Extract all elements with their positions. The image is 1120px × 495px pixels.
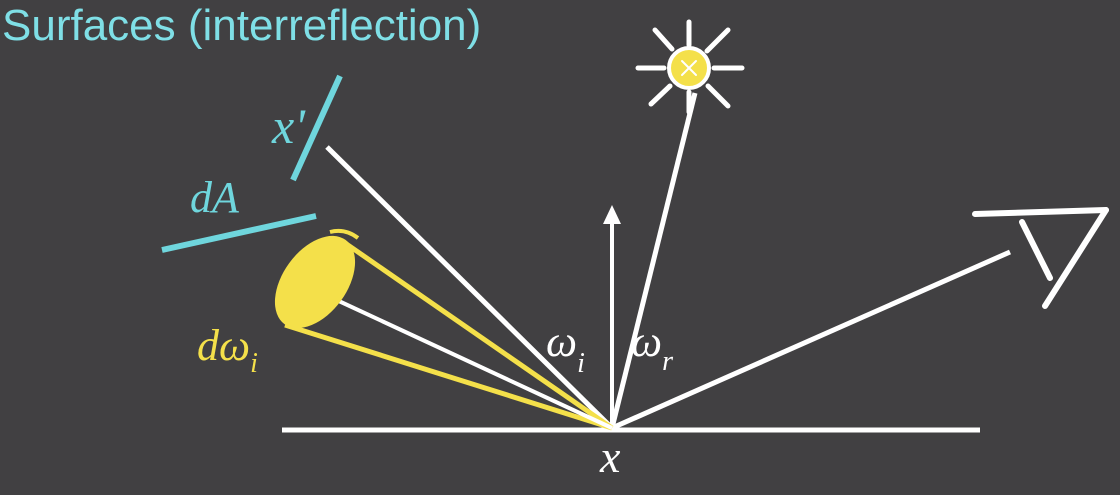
- surface-patch-dA: [161, 213, 317, 253]
- light-ray: [609, 92, 698, 429]
- label-omega-i: ωi: [546, 317, 585, 379]
- reflected-ray-to-eye: [610, 249, 1012, 431]
- far-surface-x-prime: [290, 74, 343, 182]
- solid-angle-edge-top: [343, 240, 614, 431]
- slide-title: Surfaces (interreflection): [2, 1, 482, 50]
- normal-arrow-head: [603, 205, 621, 224]
- solid-angle-center-ray: [327, 294, 613, 430]
- eye-viewer-icon: [972, 207, 1109, 309]
- label-point-x: x: [599, 431, 621, 482]
- solid-angle-edge-bottom: [284, 322, 613, 431]
- label-x-prime: x': [271, 98, 306, 154]
- incident-ray-from-surface: [325, 145, 614, 430]
- sun-light-icon: [635, 19, 745, 115]
- label-d-omega: dωi: [197, 321, 258, 379]
- solid-angle-disk: [274, 235, 356, 329]
- solid-angle-disk-notch: [329, 228, 360, 240]
- label-omega-r: ωr: [631, 317, 673, 377]
- label-dA: dA: [190, 173, 240, 222]
